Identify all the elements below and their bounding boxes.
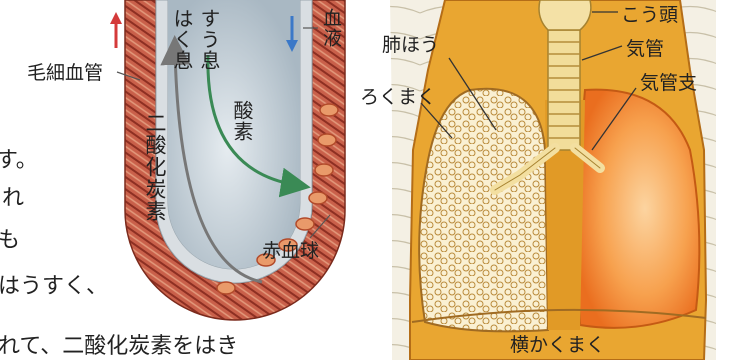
larynx [539, 0, 591, 30]
rib-membrane-label: ろくまく [360, 82, 436, 109]
larynx-label: こう頭 [621, 0, 678, 27]
diaphragm-label: 横かくまく [510, 330, 605, 357]
left-lung [419, 89, 548, 332]
alveoli-label: 肺ほう [382, 30, 439, 57]
trachea-label: 気管 [626, 34, 664, 61]
bronchus-label: 気管支 [640, 68, 697, 95]
trachea [548, 30, 580, 150]
